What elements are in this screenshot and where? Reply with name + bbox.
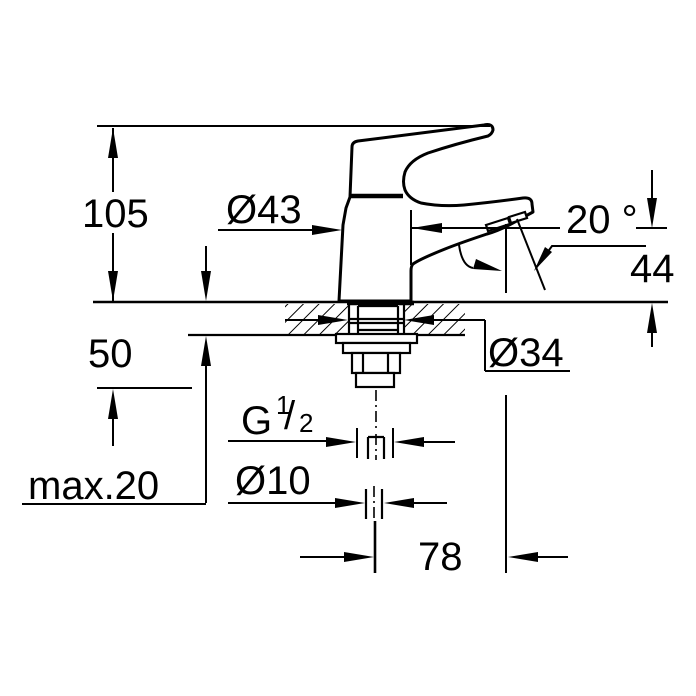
supply-tube-lower [364, 489, 384, 519]
dim-max20-label: max.20 [28, 464, 159, 508]
dimension-105 [97, 125, 490, 301]
arrowhead-left [508, 552, 538, 562]
arrowhead-left [384, 498, 414, 508]
thread-stub [354, 371, 396, 389]
aerator-slot-upper [507, 210, 529, 225]
arrowhead-down [647, 198, 657, 228]
faucet [337, 123, 535, 306]
flange-upper [334, 332, 419, 345]
dim-d43-label: Ø43 [226, 188, 302, 232]
arrowhead-left [412, 223, 442, 233]
faucet-outline [337, 123, 535, 303]
arc-arrowhead [473, 259, 502, 271]
arrowhead-right [335, 498, 365, 508]
center-axis-line [373, 390, 377, 521]
dimension-20deg [410, 210, 667, 293]
dim-44-label: 44 [630, 247, 675, 291]
dimension-44 [647, 170, 657, 347]
dimension-max20 [22, 246, 211, 505]
dim-d34-label: Ø34 [488, 331, 564, 375]
dim-78-label: 78 [418, 535, 463, 579]
arrowhead-up [201, 336, 211, 366]
leader-arrowhead [534, 247, 552, 271]
arrowhead-left [394, 437, 424, 447]
arrowhead-right [318, 315, 348, 325]
arrowhead-right [312, 225, 342, 235]
dim-g-sup: 1 [276, 390, 290, 420]
arrowhead-up [108, 389, 118, 419]
dimension-g12 [228, 428, 455, 458]
arrowhead-left [404, 315, 434, 325]
arrowhead-down [108, 271, 118, 301]
angle-reference-line [516, 218, 546, 291]
dimension-d10 [228, 498, 447, 508]
extension-lines [356, 428, 394, 458]
locknut-facets [361, 353, 390, 373]
arrowhead-right [344, 552, 374, 562]
dim-20deg-label: 20 ° [566, 198, 638, 242]
arrowhead-up [108, 128, 118, 158]
shank-washer-lines [349, 304, 404, 332]
arrowhead-down [201, 271, 211, 301]
angle-arc [458, 244, 474, 269]
dimension-78 [300, 395, 568, 573]
dim-105-label: 105 [82, 192, 149, 236]
arrowhead-up [647, 303, 657, 333]
label-border [484, 320, 570, 372]
dimension-d43 [218, 225, 342, 235]
dim-g-slash: / [284, 394, 296, 438]
flange-lower [341, 341, 412, 355]
dim-g-sub: 2 [299, 408, 313, 438]
arrowhead-right [326, 437, 356, 447]
mounting-hardware [334, 303, 419, 573]
dim-d10-label: Ø10 [235, 459, 311, 503]
dimension-d34 [285, 315, 570, 372]
dim-g-label: G [241, 399, 272, 443]
dim-50-label: 50 [88, 332, 133, 376]
dimension-50 [97, 387, 192, 446]
locknut-hex [350, 351, 402, 375]
